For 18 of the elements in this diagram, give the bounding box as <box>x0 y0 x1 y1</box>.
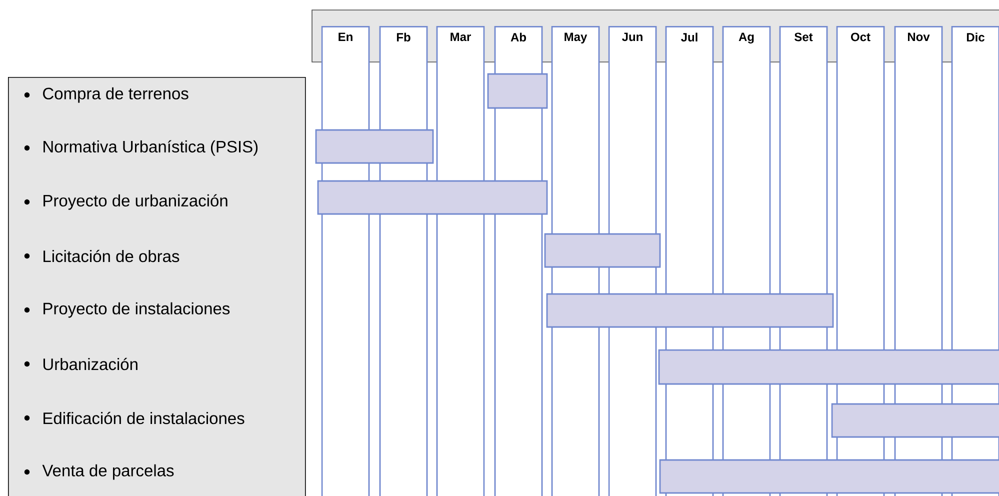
list-item: Normativa Urbanística (PSIS) <box>44 140 258 156</box>
gantt-bar <box>659 459 999 494</box>
list-item: Licitación de obras <box>44 250 180 262</box>
gantt-bar <box>317 180 548 215</box>
list-item: Proyecto de urbanización <box>44 194 228 210</box>
gantt-bar <box>315 129 434 164</box>
gantt-bar <box>544 233 661 268</box>
list-item: Venta de parcelas <box>42 464 174 480</box>
list-item: Urbanización <box>43 358 138 370</box>
list-item: Proyecto de instalaciones <box>44 302 230 318</box>
list-item: Edificación de instalaciones <box>44 412 244 424</box>
list-item: Compra de terrenos <box>43 87 188 103</box>
gantt-bar <box>658 349 999 385</box>
gantt-bar <box>831 403 999 438</box>
task-list-panel <box>8 77 306 496</box>
gantt-bar <box>546 293 834 328</box>
gantt-bar <box>487 73 548 109</box>
month-column: Mar <box>436 26 485 496</box>
